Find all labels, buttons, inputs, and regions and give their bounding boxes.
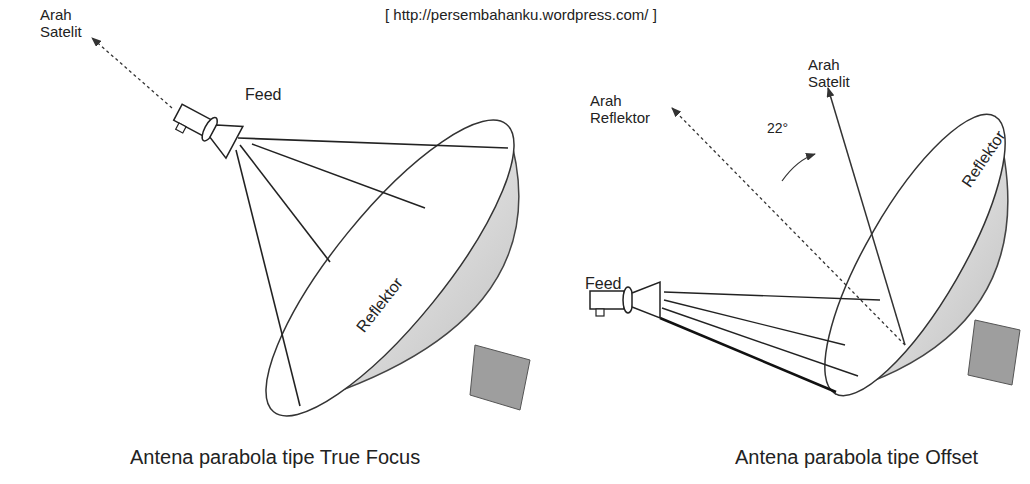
caption: Antena parabola tipe Offset	[735, 446, 978, 469]
angle-arc	[782, 154, 815, 181]
part-label: Feed	[245, 86, 281, 104]
satellite-direction	[92, 38, 172, 108]
feed-ray	[660, 318, 836, 392]
satellite-direction	[828, 88, 905, 345]
feed-ray	[238, 138, 508, 148]
feed-ray	[664, 292, 880, 300]
feed-ray	[236, 150, 300, 406]
feed-ray	[252, 144, 425, 208]
feed-ray	[662, 308, 858, 376]
watermark-url: [ http://persembahanku.wordpress.com/ ]	[385, 6, 657, 23]
dish-mount	[470, 345, 530, 410]
dish-rim	[793, 92, 1030, 417]
part-label: Feed	[585, 275, 621, 293]
direction-label: Arah Satelit	[40, 6, 100, 41]
feed-ray	[240, 145, 330, 262]
feed-horn	[169, 96, 242, 158]
feed-ray	[664, 300, 845, 345]
direction-label: Arah Satelit	[808, 56, 863, 91]
angle-value: 22°	[766, 120, 789, 136]
dish-mount	[968, 320, 1020, 385]
direction-label: Arah Reflektor	[590, 92, 665, 127]
caption: Antena parabola tipe True Focus	[130, 446, 420, 469]
dish-rim	[231, 90, 549, 447]
